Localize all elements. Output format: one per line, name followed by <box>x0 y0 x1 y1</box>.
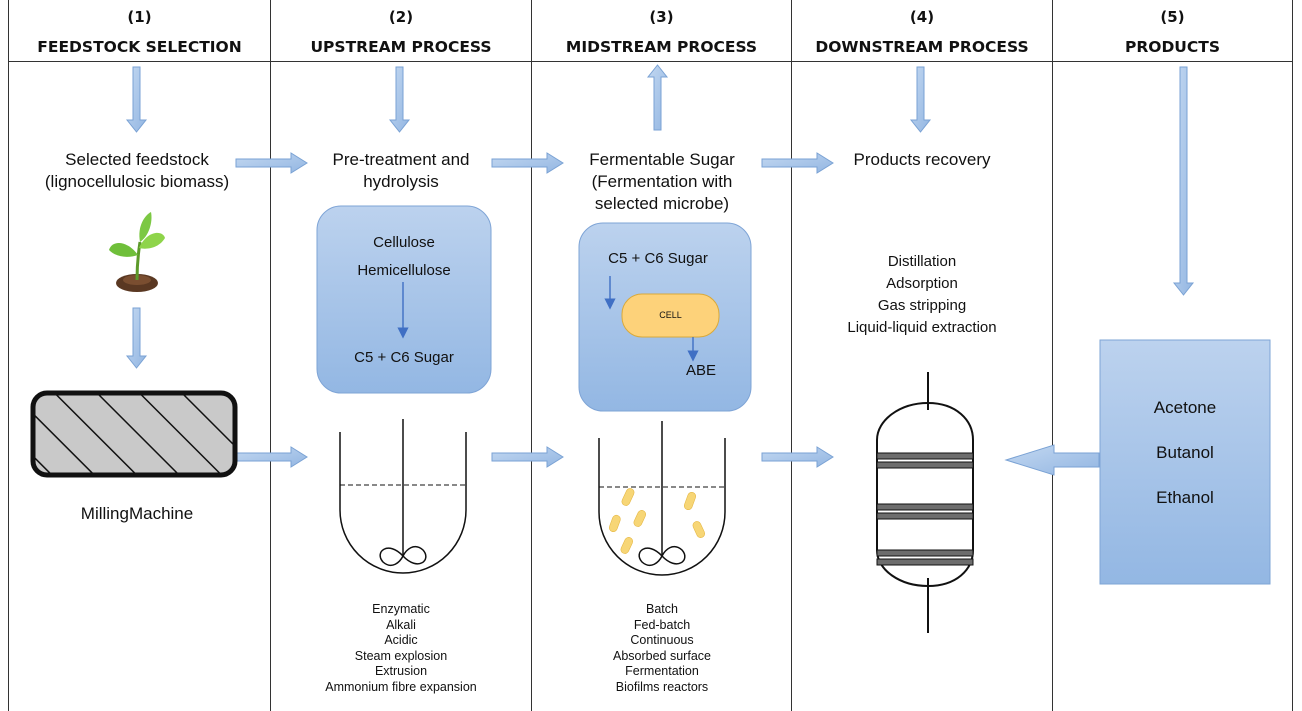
arrow-down-col4 <box>909 66 932 133</box>
list-item: Fermentation <box>625 664 699 679</box>
downstream-title: Products recovery <box>853 150 991 169</box>
upstream-box-hemicellulose: Hemicellulose <box>357 262 451 279</box>
cell-shape <box>621 293 720 338</box>
arrow-right-2-3-bottom <box>491 446 564 468</box>
list-item: Enzymatic <box>372 602 430 616</box>
arrow-up-col3 <box>646 64 669 131</box>
feedstock-label-line2: (lignocellulosic biomass) <box>44 172 230 191</box>
list-item: Adsorption <box>886 275 958 292</box>
midstream-box-output: ABE <box>685 362 716 379</box>
col1-title: FEEDSTOCK SELECTION <box>37 38 242 56</box>
product-acetone: Acetone <box>1153 398 1217 417</box>
col4-number: (4) <box>909 8 935 26</box>
midstream-box-input: C5 + C6 Sugar <box>608 250 708 267</box>
list-item: Biofilms reactors <box>615 679 709 694</box>
list-item: Alkali <box>386 617 416 632</box>
col4-title: DOWNSTREAM PROCESS <box>815 38 1029 56</box>
list-item: Gas stripping <box>877 297 967 314</box>
upstream-box-cellulose: Cellulose <box>373 234 435 251</box>
arrow-right-3-4-top <box>761 152 834 174</box>
seedling-icon <box>109 212 165 292</box>
product-butanol: Butanol <box>1156 443 1214 462</box>
distillation-column-icon <box>876 372 974 633</box>
midstream-box <box>578 222 752 412</box>
col5-title: PRODUCTS <box>1124 38 1221 56</box>
midstream-title-line1: Fermentable Sugar <box>589 150 735 169</box>
col1-number: (1) <box>127 8 152 26</box>
arrow-right-1-2-top <box>235 152 308 174</box>
arrow-right-3-4-bottom <box>761 446 834 468</box>
arrow-down-col1 <box>125 66 148 133</box>
arrow-down-col5 <box>1172 66 1195 296</box>
upstream-title-line1: Pre-treatment and <box>332 150 470 169</box>
cell-label: CELL <box>659 310 682 320</box>
list-item: Absorbed surface <box>613 648 711 663</box>
col3-title: MIDSTREAM PROCESS <box>565 38 758 56</box>
downstream-methods-list: Distillation Adsorption Gas stripping Li… <box>797 251 1047 339</box>
flow-arrows <box>125 64 1195 476</box>
list-item: Distillation <box>887 253 957 270</box>
midstream-title-line2: (Fermentation with <box>591 172 733 191</box>
col3-number: (3) <box>649 8 674 26</box>
upstream-box-output: C5 + C6 Sugar <box>354 349 454 366</box>
arrow-right-2-3-top <box>491 152 564 174</box>
products-box <box>1099 339 1271 585</box>
upstream-box <box>316 205 492 394</box>
column-trays <box>876 452 974 566</box>
feedstock-label-line1: Selected feedstock <box>65 150 209 169</box>
arrow-down-col2 <box>388 66 411 133</box>
table-grid <box>8 0 1293 711</box>
midstream-title-line3: selected microbe) <box>594 194 730 213</box>
fermenter-icon <box>598 421 726 576</box>
list-item: Fed-batch <box>633 617 691 632</box>
col2-title: UPSTREAM PROCESS <box>310 38 492 56</box>
milling-machine-label: MillingMachine <box>80 504 194 523</box>
arrow-left-products <box>1004 444 1100 476</box>
list-item: Acidic <box>384 633 418 648</box>
microbe-cells <box>608 488 705 554</box>
col2-number: (2) <box>388 8 414 26</box>
stirred-reactor-icon <box>339 419 467 574</box>
upstream-title-line2: hydrolysis <box>363 172 439 191</box>
col5-number: (5) <box>1160 8 1185 26</box>
list-item: Batch <box>646 602 678 616</box>
list-item: Extrusion <box>374 664 428 679</box>
arrow-down-feedstock <box>125 307 148 369</box>
milling-machine-icon <box>30 390 238 478</box>
upstream-methods-list: Enzymatic Alkali Acidic Steam explosion … <box>276 602 526 696</box>
midstream-modes-list: Batch Fed-batch Continuous Absorbed surf… <box>537 602 787 696</box>
product-ethanol: Ethanol <box>1156 488 1214 507</box>
arrow-right-1-2-bottom <box>235 446 308 468</box>
list-item: Liquid-liquid extraction <box>847 319 997 336</box>
list-item: Ammonium fibre expansion <box>325 679 477 694</box>
list-item: Continuous <box>630 633 694 648</box>
list-item: Steam explosion <box>354 648 448 663</box>
